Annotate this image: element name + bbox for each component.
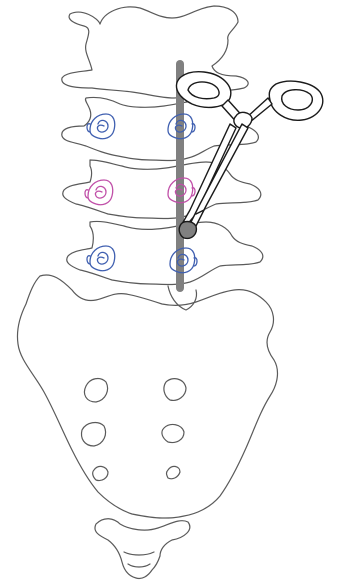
coccyx-icon [95,519,190,579]
sacral-foramen-icon [162,425,184,443]
sacrum-icon [17,275,277,518]
clamp-forceps-icon [176,72,322,239]
pedicle-screw-icon [87,246,115,271]
vertebra-3-icon [63,160,261,219]
vertebra-4-icon [67,221,263,284]
pedicle-screw-icon [85,180,113,205]
coccyx-segment-icon [124,552,154,567]
sacral-foramen-icon [167,466,181,478]
pedicle-screw-icon [87,114,115,139]
sacral-foramen-icon [84,379,107,402]
sacral-foramen-icon [82,423,106,446]
sacral-foramen-icon [93,466,108,480]
sacral-foramen-icon [164,379,186,401]
